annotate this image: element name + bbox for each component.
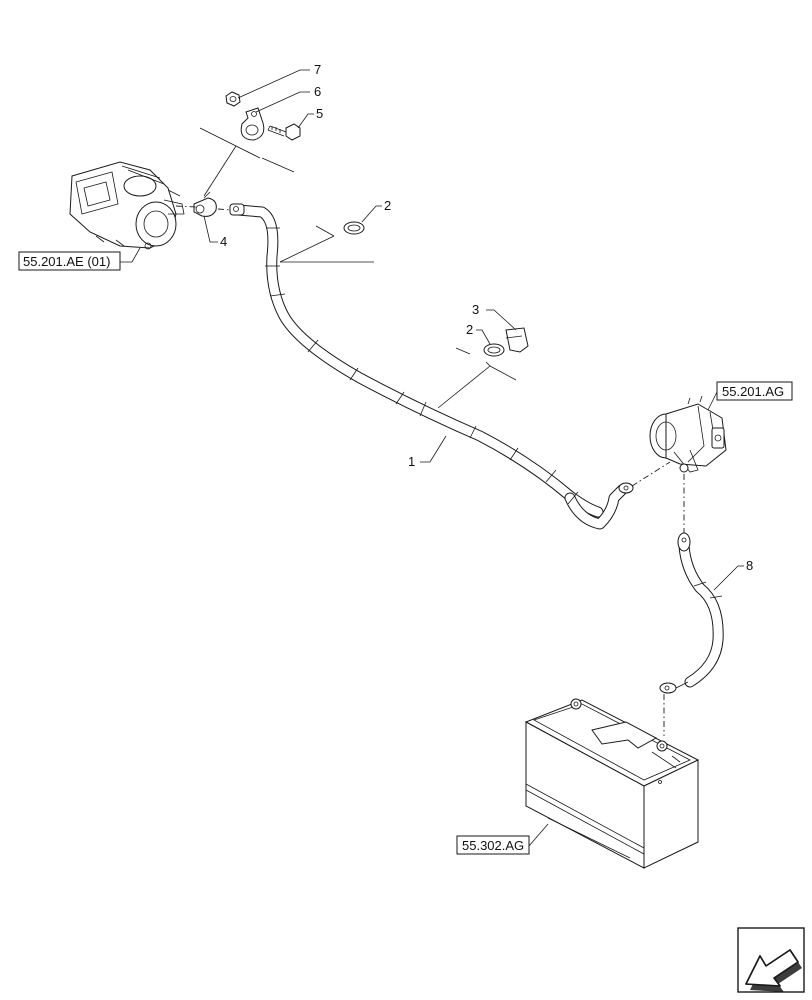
- battery: [524, 698, 700, 869]
- ref-alternator[interactable]: 55.201.AG: [707, 381, 793, 411]
- ref-battery-label: 55.302.AG: [462, 838, 524, 853]
- grommet-2-upper: [343, 221, 365, 235]
- ref-starter[interactable]: 55.201.AE (01): [18, 247, 141, 271]
- nut-7: [225, 91, 241, 107]
- arrow-bottom-left-icon[interactable]: [737, 927, 805, 993]
- callout-2-upper: 2: [384, 198, 391, 213]
- bolt-5: [285, 123, 301, 141]
- main-cable: [229, 203, 634, 530]
- starter-motor: [69, 161, 185, 250]
- cable-8: [659, 532, 724, 694]
- callout-5: 5: [316, 106, 323, 121]
- callout-4: 4: [220, 234, 227, 249]
- ref-starter-label: 55.201.AE (01): [23, 254, 110, 269]
- clip-3: [505, 327, 529, 353]
- terminal-hardware: [193, 91, 301, 217]
- callout-7: 7: [314, 62, 321, 77]
- callout-6: 6: [314, 84, 321, 99]
- callout-8: 8: [746, 558, 753, 573]
- ref-alternator-label: 55.201.AG: [722, 384, 784, 399]
- callout-3: 3: [472, 302, 479, 317]
- callout-2-lower: 2: [466, 322, 473, 337]
- alternator: [649, 395, 727, 473]
- grommet-2-lower: [483, 343, 505, 357]
- connector-4: [193, 197, 217, 217]
- callout-1: 1: [408, 454, 415, 469]
- ref-battery[interactable]: 55.302.AG: [456, 823, 549, 855]
- callout-leaders: [203, 69, 744, 591]
